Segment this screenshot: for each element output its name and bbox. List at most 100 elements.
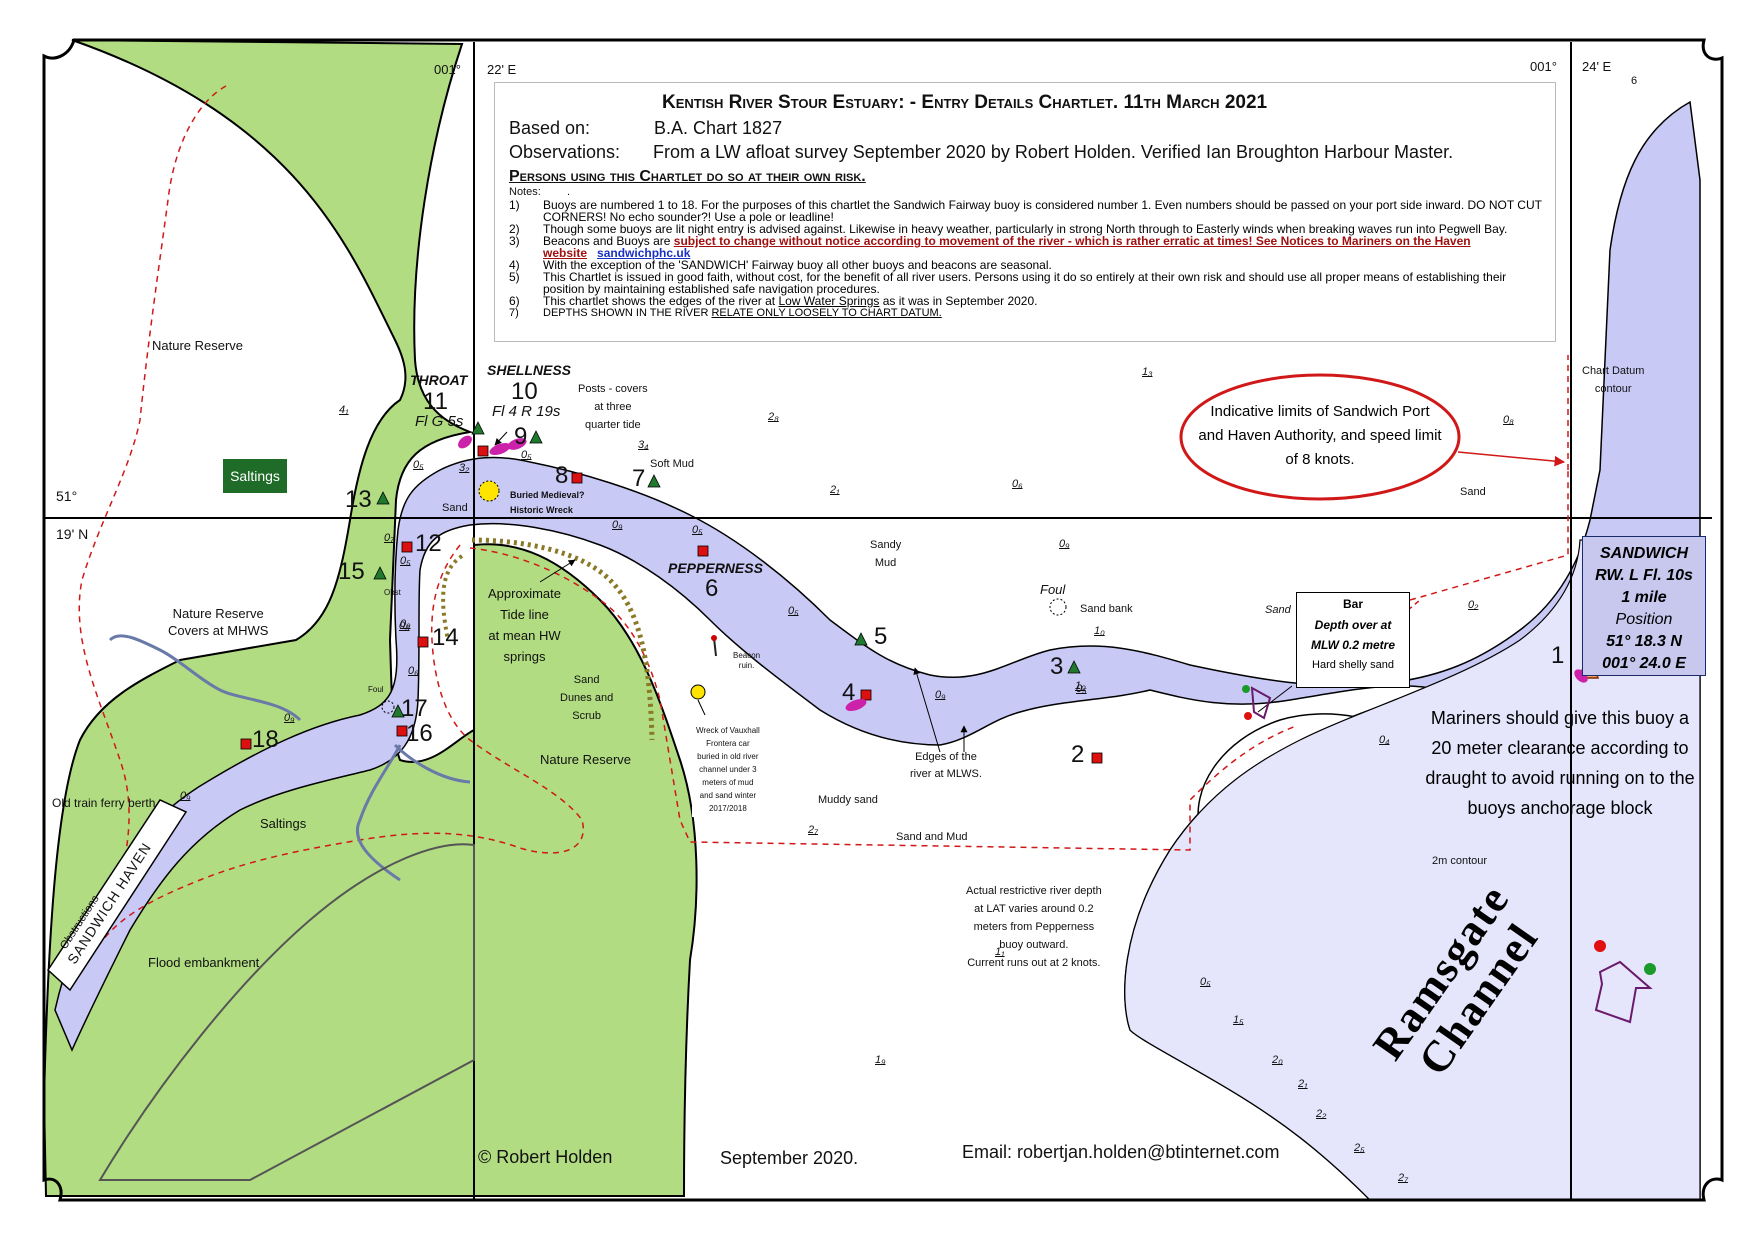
haven-website-link[interactable]: sandwichphc.uk	[597, 246, 691, 260]
footer-email[interactable]: Email: robertjan.holden@btinternet.com	[962, 1142, 1280, 1162]
based-on-label: Based on:	[509, 118, 591, 138]
old-train-ferry-label: Old train ferry berth	[52, 796, 156, 810]
buoy-4-marker	[860, 689, 872, 701]
nature-reserve-label: Nature Reserve	[152, 338, 244, 353]
sand-label-3: Sand	[1265, 604, 1291, 616]
sand-bank-label: Sand bank	[1080, 603, 1133, 615]
buoy-label-4: 4	[842, 679, 856, 706]
note-2: 2)Though some buoys are lit night entry …	[509, 222, 1508, 236]
authority-limits-note: Indicative limits of Sandwich Port and H…	[1198, 403, 1442, 468]
notes-trailing: .	[567, 186, 571, 198]
buoy-11-mooring-mark	[458, 435, 472, 449]
foul-label: Foul	[1040, 582, 1066, 597]
buoy-12-marker	[401, 541, 413, 553]
depth-sounding: 0₇	[384, 532, 394, 544]
fairway-position-label: Position	[1615, 611, 1673, 628]
beacon-ruin-label: Beacon ruin.	[733, 651, 761, 670]
land-area	[42, 39, 475, 1197]
buoy-5-marker	[854, 632, 868, 646]
depth-sounding: 0₅	[400, 555, 411, 567]
depth-sounding: 1₅	[1233, 1014, 1244, 1026]
observations-value: From a LW afloat survey September 2020 b…	[653, 142, 1454, 162]
depth-sounding: 0₅	[521, 449, 532, 461]
buoy-label-17: 17	[401, 695, 428, 722]
haven-boundary-east	[1409, 470, 1569, 601]
depth-sounding: 0₅	[692, 524, 703, 536]
note-7: 7)DEPTHS SHOWN IN THE RIVER RELATE ONLY …	[509, 307, 942, 319]
depth-sounding: 1₉	[875, 1054, 886, 1066]
foul-marker-2	[381, 700, 395, 714]
two-m-contour-label: 2m contour	[1432, 855, 1488, 867]
shellness-label: SHELLNESS	[487, 362, 572, 378]
throat-label: THROAT	[410, 372, 468, 388]
shellness-light-label: Fl 4 R 19s	[492, 403, 561, 420]
notes-label: Notes:	[509, 186, 541, 198]
flood-embankment	[98, 843, 475, 1181]
bar-beacon-green	[1242, 685, 1250, 693]
tide-line-label: Approximate Tide line at mean HW springs	[488, 586, 561, 664]
buoy-label-3: 3	[1050, 653, 1064, 680]
sand-and-mud-label: Sand and Mud	[896, 831, 968, 843]
muddy-sand-label: Muddy sand	[818, 794, 878, 806]
depth-sounding: 0₉	[180, 790, 191, 802]
note-5: 5)This Chartlet is issued in good faith,…	[509, 270, 1507, 296]
depth-sounding: 0₉	[284, 712, 295, 724]
depth-sounding: 2₇	[808, 824, 818, 836]
observations-label: Observations:	[509, 142, 621, 162]
bar-line-2: MLW 0.2 metre	[1310, 638, 1396, 652]
buoy-4-mooring-mark	[845, 698, 867, 712]
buoy-10-mooring-mark	[489, 442, 511, 456]
buoy-8-marker	[571, 472, 583, 484]
oval-arrow	[1457, 451, 1566, 467]
buoy-label-1: 1	[1551, 642, 1565, 669]
bar-line-3: Hard shelly sand	[1312, 659, 1394, 671]
bar-beacon-red	[1244, 712, 1252, 720]
obst-label: Obst	[384, 588, 401, 597]
buoy-label-13: 13	[345, 486, 372, 513]
based-on-value: B.A. Chart 1827	[654, 118, 783, 138]
bar-title: Bar	[1342, 597, 1363, 611]
buoy-17-marker	[391, 704, 405, 718]
lon-right-deg: 001°	[1530, 59, 1557, 74]
depth-sounding: 1₀	[1094, 625, 1105, 637]
buoy-label-6: 6	[705, 575, 719, 602]
buoy-label-9: 9	[514, 423, 528, 450]
creek-3	[393, 743, 471, 784]
buoy-6-marker	[697, 545, 709, 557]
depth-sounding: 2₇	[1398, 1172, 1408, 1184]
sandy-mud-label: Sandy Mud	[870, 539, 902, 569]
depth-sounding: 0₄	[1379, 734, 1390, 746]
ramsgate-beacon-shape	[1594, 960, 1653, 1024]
buoy-markers	[240, 421, 1588, 764]
buoy-label-16: 16	[406, 720, 433, 747]
vauxhall-wreck-marker	[690, 684, 706, 700]
chart-frame	[42, 38, 1724, 1202]
lat-min: 19' N	[56, 526, 89, 542]
authority-limits-oval	[1179, 373, 1461, 501]
depth-sounding: 0₅	[788, 605, 799, 617]
lon-right-extra: 6	[1631, 75, 1638, 87]
depth-sounding: 0₈	[1503, 414, 1514, 426]
saltings-box: Saltings	[223, 459, 287, 493]
depth-sounding: 0₅	[413, 459, 424, 471]
depth-sounding: 0₆	[408, 665, 419, 677]
buoy-7-marker	[647, 474, 661, 488]
depth-sounding: 2₁	[1298, 1078, 1308, 1090]
buoy-16-marker	[396, 725, 408, 737]
bar-pointer-1	[1257, 685, 1293, 713]
sand-label-1: Sand	[442, 502, 468, 514]
ramsgate-beacon-green	[1644, 963, 1656, 975]
depth-sounding: 2₂	[1316, 1108, 1327, 1120]
soft-mud-label: Soft Mud	[650, 458, 695, 470]
tide-arrow	[539, 559, 576, 583]
bar-info-box: Bar Depth over at MLW 0.2 metre Hard she…	[1296, 592, 1410, 688]
depth-sounding: 1₁	[995, 946, 1005, 958]
buoy-label-2: 2	[1071, 741, 1085, 768]
fairway-range: 1 mile	[1621, 589, 1667, 606]
tide-line-inner	[441, 554, 464, 641]
sand-label-2: Sand	[1460, 486, 1486, 498]
vauxhall-pointer	[697, 699, 706, 716]
fairway-light: RW. L Fl. 10s	[1595, 567, 1693, 584]
depth-sounding: 2₈	[768, 411, 779, 423]
